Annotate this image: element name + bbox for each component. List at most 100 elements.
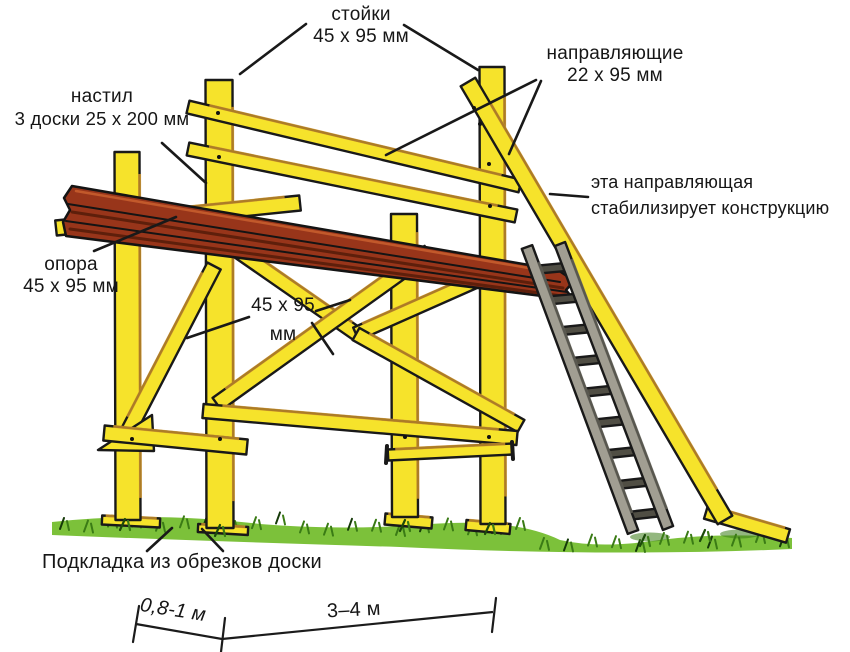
grass-blade [251, 516, 257, 530]
grass-blade [371, 518, 377, 532]
grass-blade-front [483, 521, 492, 536]
guides-label: направляющие 22 х 95 мм [532, 43, 698, 88]
grass-blade [587, 533, 593, 547]
grass-clump [630, 532, 670, 542]
lower-rail-short-shade [113, 424, 240, 441]
leader-line [402, 23, 480, 72]
grass-blade [563, 538, 569, 552]
lower-rail-bottom-shade [395, 442, 506, 451]
guard-rail-lower-shade [208, 145, 498, 208]
nail-dot [130, 437, 134, 441]
grass-blade-front [698, 528, 707, 543]
grass-blade [186, 518, 190, 530]
nail-dot [487, 162, 491, 166]
leader-line [160, 141, 208, 185]
deck-label-line1: настил [70, 86, 134, 107]
grass-blade [179, 515, 185, 529]
nail-dot [216, 111, 220, 115]
brace-diagonal-left-shade [126, 271, 204, 418]
grass-blade-front [406, 520, 412, 533]
lower-rail-short [102, 424, 249, 456]
grass-blade [546, 539, 550, 551]
stabilizer-label-line1: эта направляющая [591, 172, 754, 192]
grass-blade [330, 525, 334, 537]
grass-blade [282, 514, 286, 526]
brace-diagonal-down-right-shade [368, 332, 516, 416]
grass-blade [347, 517, 353, 531]
rail-end-cap [510, 440, 515, 461]
grass-blade [258, 519, 262, 531]
grass-blade [306, 523, 310, 535]
nail-dot [487, 435, 491, 439]
grass-blade [378, 521, 382, 533]
grass-blade [642, 541, 646, 553]
leader-line [384, 78, 538, 157]
dimension-tick [490, 596, 498, 634]
base-pads-label: Подкладка из обрезков доски [42, 551, 322, 573]
leader-line [92, 215, 178, 253]
deck-plank-gap [67, 203, 561, 283]
grass-blade-front [706, 530, 712, 543]
posts-label: стойки 45 х 95 мм [283, 4, 439, 49]
grass-blade [618, 538, 622, 550]
grass-blade-front [638, 533, 647, 548]
grass-blade [402, 525, 406, 537]
grass-blade [354, 520, 358, 532]
grass-blade-front [398, 518, 407, 533]
nail-dot [472, 106, 476, 110]
nail-dot [488, 204, 492, 208]
grass-blade-front [126, 519, 132, 532]
deck-label-line2: 3 доски 25 х 200 мм [14, 108, 190, 130]
grass-blade [635, 538, 641, 552]
leader-line [200, 527, 225, 553]
nail-dot [403, 435, 407, 439]
brace-diagonal-down-right [351, 326, 526, 434]
grass-blade [714, 538, 718, 550]
leader-line [314, 298, 352, 313]
lower-rail-long [201, 402, 519, 447]
grass-blade-front [491, 523, 497, 536]
deck-streak [70, 210, 565, 290]
guard-rail-lower [185, 141, 519, 224]
posts-label-line2: 45 х 95 мм [313, 26, 409, 48]
nail-dot [217, 155, 221, 159]
ladder-rail-right-shade [570, 258, 669, 510]
grass-blade [522, 520, 526, 532]
leader-line [238, 22, 308, 76]
leader-line [185, 315, 251, 340]
dimension-right-label: 3–4 м [326, 597, 382, 623]
grass-blade [275, 511, 281, 525]
grass-blade [690, 533, 694, 545]
grass-blade [90, 522, 94, 534]
deck-highlight [74, 189, 554, 274]
brace-label-line1: 45 х 95 [251, 295, 315, 316]
stabilizer-diagonal-shade [489, 103, 719, 491]
grass-blade [738, 536, 742, 548]
brace-diagonal-mid-shade [224, 253, 413, 391]
post-left-tall-shade [231, 106, 235, 502]
ladder-rail-left [520, 243, 640, 536]
stabilizer-diagonal [459, 76, 734, 526]
stabilizer-label-line2: стабилизирует конструкцию [591, 198, 830, 219]
ladder-rail-left-shade [537, 261, 634, 514]
grass-blade [611, 535, 617, 549]
dimension-tick [219, 616, 227, 652]
stabilizer-label: эта направляющая стабилизирует конструкц… [591, 169, 849, 221]
grass-blade [299, 520, 305, 534]
leader-line [310, 321, 335, 356]
guard-rail-top-shade [209, 103, 502, 177]
support-label-line2: 45 х 95 мм [23, 276, 119, 298]
grass-blade-front [118, 517, 127, 532]
leader-line [548, 192, 590, 199]
leader-line [145, 526, 174, 553]
grass-blade [83, 519, 89, 533]
grass-blade [162, 521, 166, 533]
grass-blade [443, 517, 449, 531]
brace-label: 45 х 95 мм [227, 292, 339, 349]
nail-dot [478, 122, 482, 126]
brace-label-line2: мм [269, 323, 297, 345]
deck-plank-gap [65, 220, 568, 293]
posts-label-line1: стойки [331, 4, 391, 25]
